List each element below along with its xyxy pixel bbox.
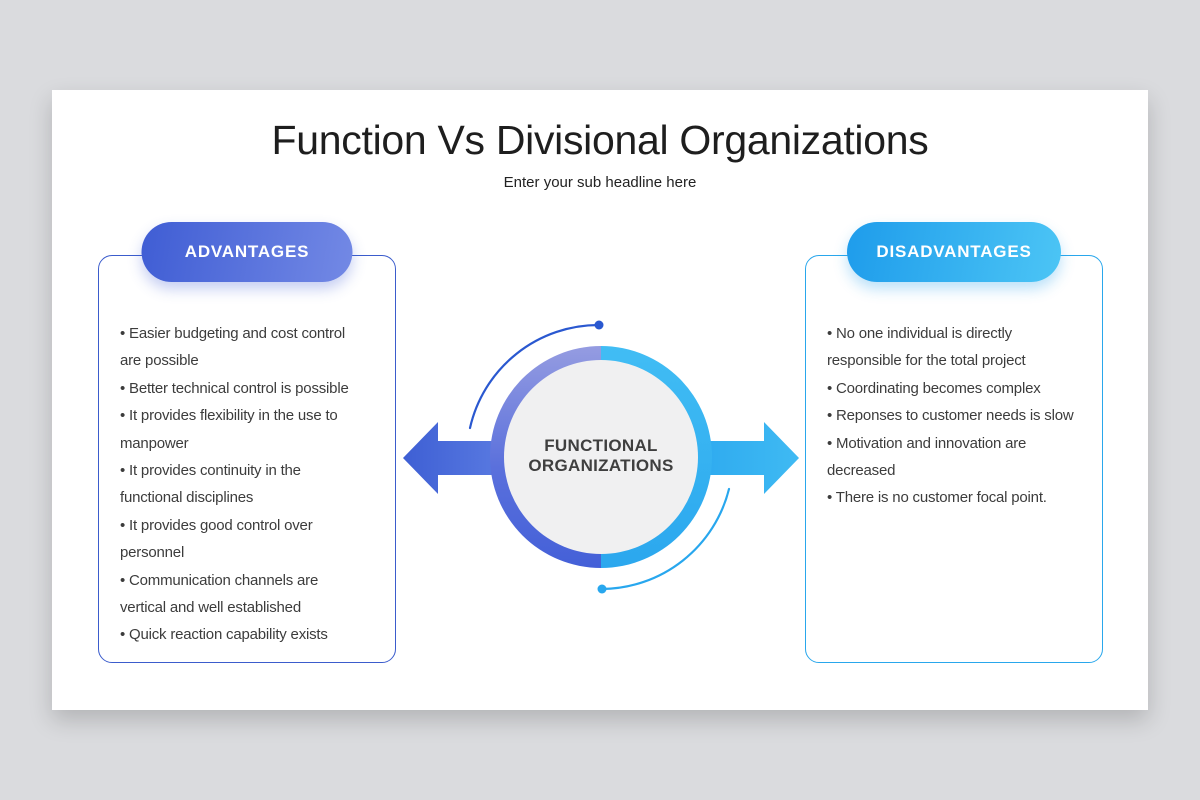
bullet-line: • Better technical control is possible [120,379,349,397]
advantages-badge-label: ADVANTAGES [184,242,310,261]
bullet-line: manpower [120,434,189,452]
disadvantages-badge: DISADVANTAGES [847,222,1061,282]
top-arc-dot [594,320,604,330]
bullet-line: are possible [120,352,199,370]
bullet-line: personnel [120,544,185,562]
bullet-line: responsible for the total project [827,352,1026,370]
advantages-panel: • Easier budgeting and cost control are … [98,255,396,663]
bullet-line: • Communication channels are [120,571,319,589]
bullet-line: vertical and well established [120,599,301,617]
bullet-line: • Motivation and innovation are [827,434,1027,452]
bullet-line: • Coordinating becomes complex [827,379,1041,397]
bullet-line: • Easier budgeting and cost control [120,325,346,342]
center-diagram [403,320,799,594]
slide: Function Vs Divisional Organizations Ent… [52,90,1148,710]
center-label: FUNCTIONAL ORGANIZATIONS [491,436,711,476]
disadvantages-badge-label: DISADVANTAGES [876,242,1032,261]
right-arrow-icon [692,422,799,494]
page-subtitle: Enter your sub headline here [503,174,697,191]
bottom-arc-dot [597,584,607,594]
bottom-arc [600,487,731,591]
bullet-line: • It provides continuity in the [120,462,301,480]
bullet-line: • It provides flexibility in the use to [120,407,338,425]
page-title: Function Vs Divisional Organizations [271,117,929,163]
left-arrow-icon [403,422,510,494]
disadvantages-section: • No one individual is directly responsi… [805,222,1103,663]
center-label-line2: ORGANIZATIONS [528,456,674,475]
bullet-line: • Quick reaction capability exists [120,626,328,644]
advantages-badge: ADVANTAGES [141,222,353,282]
center-label-line1: FUNCTIONAL [544,436,658,455]
bullet-line: • No one individual is directly [827,325,1012,342]
top-arc [468,323,601,430]
bullet-line: • It provides good control over [120,516,313,534]
inner-circle [504,360,698,554]
advantages-section: • Easier budgeting and cost control are … [98,222,396,663]
bullet-line: • There is no customer focal point. [827,489,1047,507]
bullet-line: decreased [827,462,896,480]
disadvantages-panel: • No one individual is directly responsi… [805,255,1103,663]
bullet-line: functional disciplines [120,489,254,507]
bullet-line: • Reponses to customer needs is slow [827,407,1074,425]
